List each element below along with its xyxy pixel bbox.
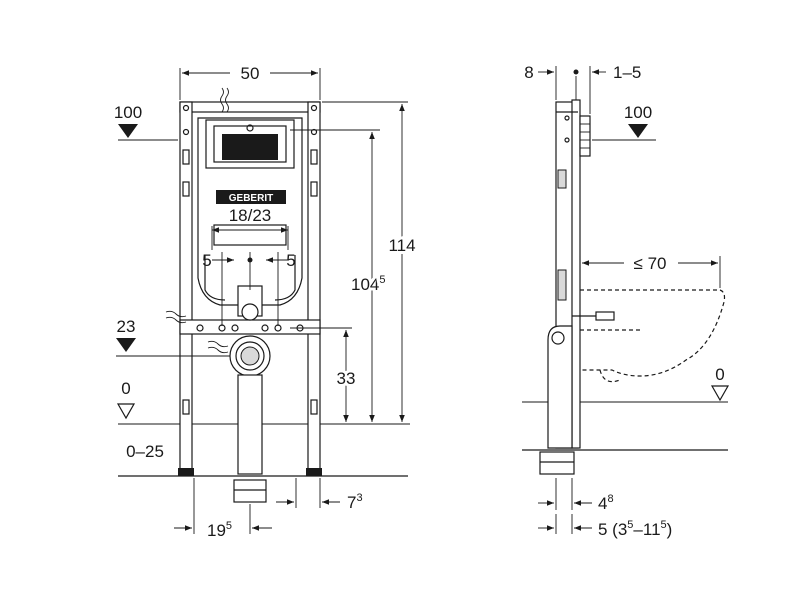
- height-actuator-sup: 5: [379, 274, 385, 286]
- height-actuator-label: 1045: [351, 274, 386, 294]
- cistern: GEBERIT: [197, 117, 303, 306]
- bolt-spacing-label: 18/23: [229, 206, 272, 225]
- level-0-label: 0: [715, 365, 724, 384]
- water-supply-bottom: [207, 340, 229, 348]
- drain-pipe: [229, 335, 271, 503]
- width-dimension: 50: [241, 64, 260, 83]
- level-marker-filled: [628, 124, 648, 138]
- wall-depth-dash: –11: [633, 520, 660, 539]
- actuator-plate: [579, 115, 591, 157]
- level-marker-filled: [116, 338, 136, 352]
- bottom-offset-sup: 8: [607, 493, 613, 505]
- adjust-range-label: 0–25: [126, 442, 164, 461]
- drain-offset-label: 195: [207, 520, 232, 540]
- level-marker-filled: [118, 124, 138, 138]
- wall-depth-close: ): [667, 520, 673, 539]
- offset-left-label: 5: [202, 251, 211, 270]
- level-23-label: 23: [117, 317, 136, 336]
- wall-depth-label: 5 (35–115): [598, 519, 672, 539]
- water-supply-side: [165, 310, 187, 318]
- wall-depth-main: 5 (3: [598, 520, 627, 539]
- flush-pipe: [196, 285, 304, 332]
- level-marker-open: [710, 385, 730, 402]
- foot-offset-value: 7: [347, 493, 356, 512]
- side-view: 8 1–5 100 ≤ 70 0 48 5 (35–115): [522, 63, 730, 539]
- bottom-offset-label: 48: [598, 493, 614, 513]
- plate-range-label: 1–5: [613, 63, 641, 82]
- front-view: GEBERIT: [114, 64, 419, 540]
- wall-depth-sup1: 5: [627, 519, 633, 531]
- drain-offset-value: 19: [207, 521, 226, 540]
- foot-offset-label: 73: [347, 492, 363, 512]
- actuator-opening: [222, 134, 278, 160]
- level-100-label: 100: [624, 103, 652, 122]
- drain-pipe-side: [539, 311, 615, 475]
- level-0-label: 0: [121, 379, 130, 398]
- height-drain-label: 33: [337, 369, 356, 388]
- height-total-label: 114: [388, 236, 415, 255]
- wall-depth-sup2: 5: [661, 519, 667, 531]
- water-supply-top: [220, 87, 224, 113]
- bowl-depth-label: ≤ 70: [634, 254, 667, 273]
- toilet-bowl: [580, 289, 726, 383]
- bottom-offset-value: 4: [598, 494, 607, 513]
- brand-logo: GEBERIT: [229, 193, 273, 204]
- brand-label-box: [216, 190, 286, 204]
- level-100-label: 100: [114, 103, 142, 122]
- installation-frame: [178, 101, 322, 476]
- depth-top-label: 8: [524, 63, 533, 82]
- foot-offset-sup: 3: [356, 492, 362, 504]
- drain-offset-sup: 5: [226, 520, 232, 532]
- level-marker-open: [116, 403, 136, 420]
- height-actuator-value: 104: [351, 275, 379, 294]
- offset-right-label: 5: [286, 251, 295, 270]
